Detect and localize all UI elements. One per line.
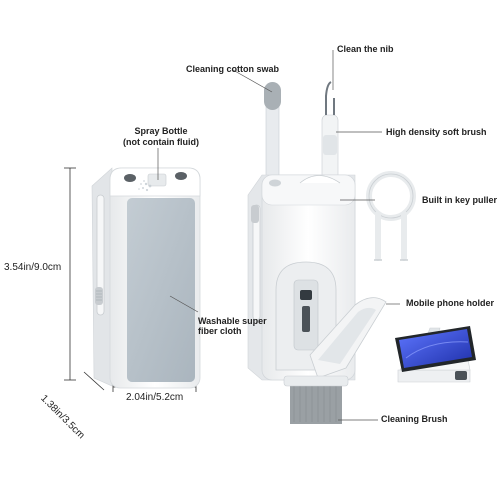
cotton-swab-tip	[264, 82, 281, 110]
washable-cloth-line2: fiber cloth	[198, 326, 242, 336]
spray-bottle-label: Spray Bottle (not contain fluid)	[116, 126, 206, 148]
closed-kit	[91, 167, 201, 389]
clean-nib-label: Clean the nib	[337, 44, 394, 54]
phone-screen	[399, 329, 472, 368]
pen-nib	[325, 81, 332, 115]
depth-dimension-line	[83, 371, 105, 391]
washable-cloth-line1: Washable super	[198, 316, 267, 326]
spray-mist	[138, 180, 152, 192]
cleaning-brush-label: Cleaning Brush	[381, 414, 448, 424]
cotton-swab	[265, 99, 280, 186]
soft-brush-label: High density soft brush	[386, 127, 487, 137]
height-dimension-label: 3.54in/9.0cm	[4, 262, 62, 273]
spray-bottle-title: Spray Bottle	[134, 126, 188, 136]
phone-holder-label: Mobile phone holder	[406, 298, 494, 308]
cloth-leader	[169, 295, 199, 313]
cleaning-swab-label: Cleaning cotton swab	[186, 64, 280, 74]
height-dimension-line	[64, 167, 76, 381]
spray-bottle-note: (not contain fluid)	[123, 137, 199, 147]
key-puller	[366, 171, 416, 261]
width-dimension-label: 2.04in/5.2cm	[126, 392, 184, 403]
mobile-phone-holder	[395, 326, 476, 383]
key-puller-label: Built in key puller	[422, 195, 498, 205]
swab-leader	[232, 69, 273, 93]
washable-cloth-label: Washable super fiber cloth	[198, 316, 267, 336]
cleaning-brush-bristles	[290, 384, 342, 424]
fiber-cloth	[127, 198, 195, 382]
opened-kit	[247, 81, 387, 424]
